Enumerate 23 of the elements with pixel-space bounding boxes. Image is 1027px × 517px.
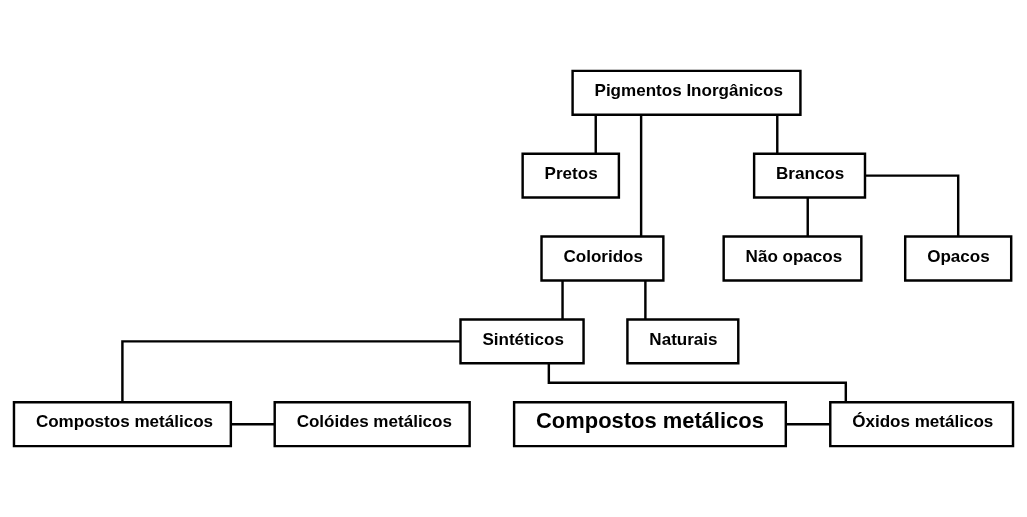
node-box: Colóides metálicos [273,401,471,448]
connector [865,174,960,237]
node-box: Não opacos [722,235,863,282]
connector [639,114,643,237]
node-box: Naturais [626,318,740,365]
node-box: Opacos [904,235,1013,282]
connector [644,280,647,320]
node-box: Compostos metálicos [512,401,787,448]
node-box: Coloridos [540,235,665,282]
node-box: Pigmentos Inorgânicos [571,69,802,116]
connector [776,115,779,154]
connector [230,422,275,426]
connector [121,340,461,402]
node-box: Brancos [752,152,867,199]
connector [785,422,831,426]
node-box: Óxidos metálicos [829,401,1015,448]
node-box: Pretos [521,152,621,199]
connector [594,115,597,154]
node-box: Sintéticos [459,318,585,365]
connector [561,280,564,320]
node-box: Compostos metálicos [12,401,233,448]
connector [806,197,809,237]
connector [547,363,848,403]
